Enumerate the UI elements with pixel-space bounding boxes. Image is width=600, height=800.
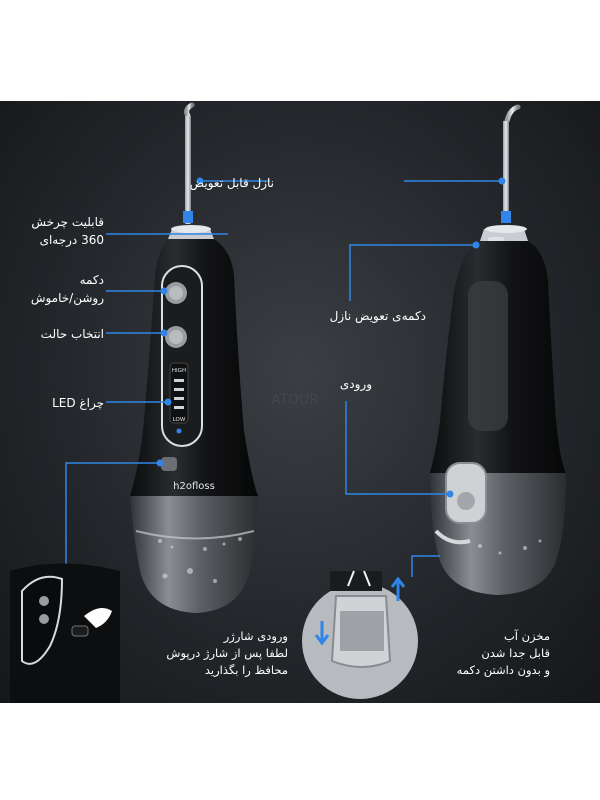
label-rotation-line2: 360 درجه‌ای [39, 233, 104, 247]
callout-dots-right [446, 177, 506, 498]
front-device [130, 102, 258, 613]
label-replaceable-nozzle: نازل قابل تعویض [189, 176, 274, 190]
charging-inset [10, 563, 120, 703]
callout-lines-left [65, 180, 270, 581]
mode-low-text: LOW [173, 417, 186, 423]
label-mode-select: انتخاب حالت [40, 327, 104, 341]
label-inlet: ورودی [339, 377, 372, 391]
back-device [430, 104, 566, 595]
label-tank-line3: و بدون داشتن دکمه [456, 663, 550, 677]
illustration: ATOUR h2ofloss HIGH LOW [10, 102, 566, 703]
callout-dots-left [156, 177, 204, 467]
tank-inset [302, 570, 418, 699]
product-infographic: ATOUR h2ofloss HIGH LOW نازل قابل تعویض … [0, 101, 600, 703]
mode-high-text: HIGH [172, 368, 186, 374]
label-tank: مخزن آب قابل جدا شدن و بدون داشتن دکمه [420, 628, 550, 679]
label-led: چراغ LED [52, 396, 104, 410]
label-tank-line1: مخزن آب [503, 629, 550, 643]
label-charger-line3: محافظ را بگذارید [204, 663, 288, 677]
label-power: دکمه روشن/خاموش [10, 271, 104, 307]
callout-lines-right [345, 180, 502, 577]
label-power-line1: دکمه [79, 273, 104, 287]
label-charger-line1: ورودی شارژر [223, 629, 288, 643]
label-nozzle-release: دکمه‌ی تعویض نازل [329, 309, 426, 323]
label-rotation-line1: قابلیت چرخش [31, 215, 104, 229]
label-rotation: قابلیت چرخش 360 درجه‌ای [10, 213, 104, 249]
svg-text:ATOUR: ATOUR [271, 392, 319, 408]
brand-text: h2ofloss [173, 481, 215, 492]
label-tank-line2: قابل جدا شدن [481, 646, 550, 660]
label-power-line2: روشن/خاموش [30, 291, 104, 305]
label-charger: ورودی شارژر لطفا پس از شارژ درپوش محافظ … [130, 628, 288, 679]
label-charger-line2: لطفا پس از شارژ درپوش [166, 646, 288, 660]
